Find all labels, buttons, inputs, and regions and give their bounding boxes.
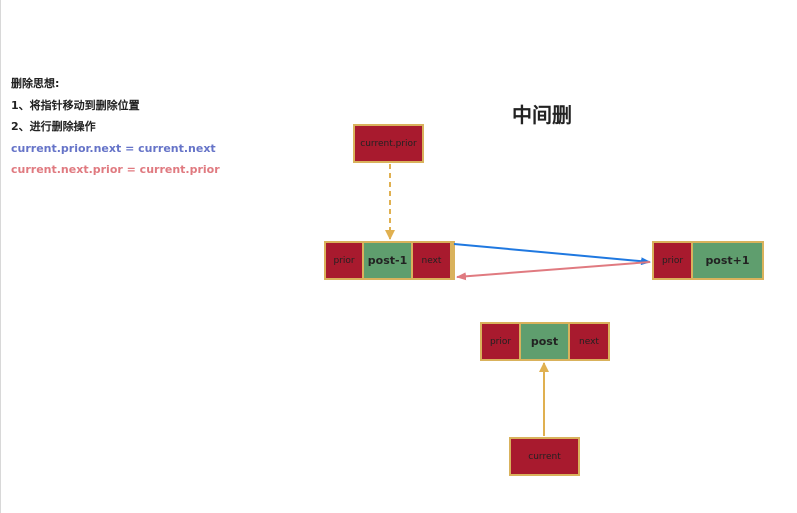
node-post-prior: prior — [482, 324, 519, 359]
node-post-minus-1-prior: prior — [326, 243, 362, 278]
notes-panel: 删除思想: 1、将指针移动到删除位置 2、进行删除操作 current.prio… — [11, 76, 220, 184]
node-divider — [362, 243, 364, 278]
notes-step-1: 1、将指针移动到删除位置 — [11, 98, 140, 112]
node-post-plus-1-prior: prior — [654, 243, 691, 278]
current-label-text: current — [528, 451, 561, 462]
notes-step-2: 2、进行删除操作 — [11, 120, 96, 133]
node-post-minus-1: prior post-1 next — [324, 241, 455, 280]
code-line-prior-next: current.prior.next = current.next — [11, 141, 216, 155]
node-post-data: post — [521, 324, 568, 359]
notes-heading: 删除思想: — [11, 77, 60, 90]
current-prior-label-text: current.prior — [360, 138, 417, 149]
node-post-minus-1-data: post-1 — [364, 243, 411, 278]
left-border — [0, 0, 1, 513]
current-label: current — [509, 437, 580, 476]
node-post-minus-1-next: next — [413, 243, 450, 278]
code-line-next-prior: current.next.prior = current.prior — [11, 163, 220, 176]
node-post-next: next — [570, 324, 608, 359]
current-prior-label: current.prior — [353, 124, 424, 163]
node-post-plus-1-data: post+1 — [693, 243, 762, 278]
arrow-post-plus-1-prior-to-post-minus-1 — [456, 261, 651, 281]
node-post: prior post next — [480, 322, 610, 361]
diagram-title: 中间删 — [512, 103, 572, 127]
node-divider — [519, 324, 521, 359]
arrow-prior-next-to-post-plus-1 — [453, 243, 651, 266]
node-divider — [691, 243, 693, 278]
node-divider — [411, 243, 413, 278]
node-divider — [568, 324, 570, 359]
node-post-plus-1: prior post+1 — [652, 241, 764, 280]
